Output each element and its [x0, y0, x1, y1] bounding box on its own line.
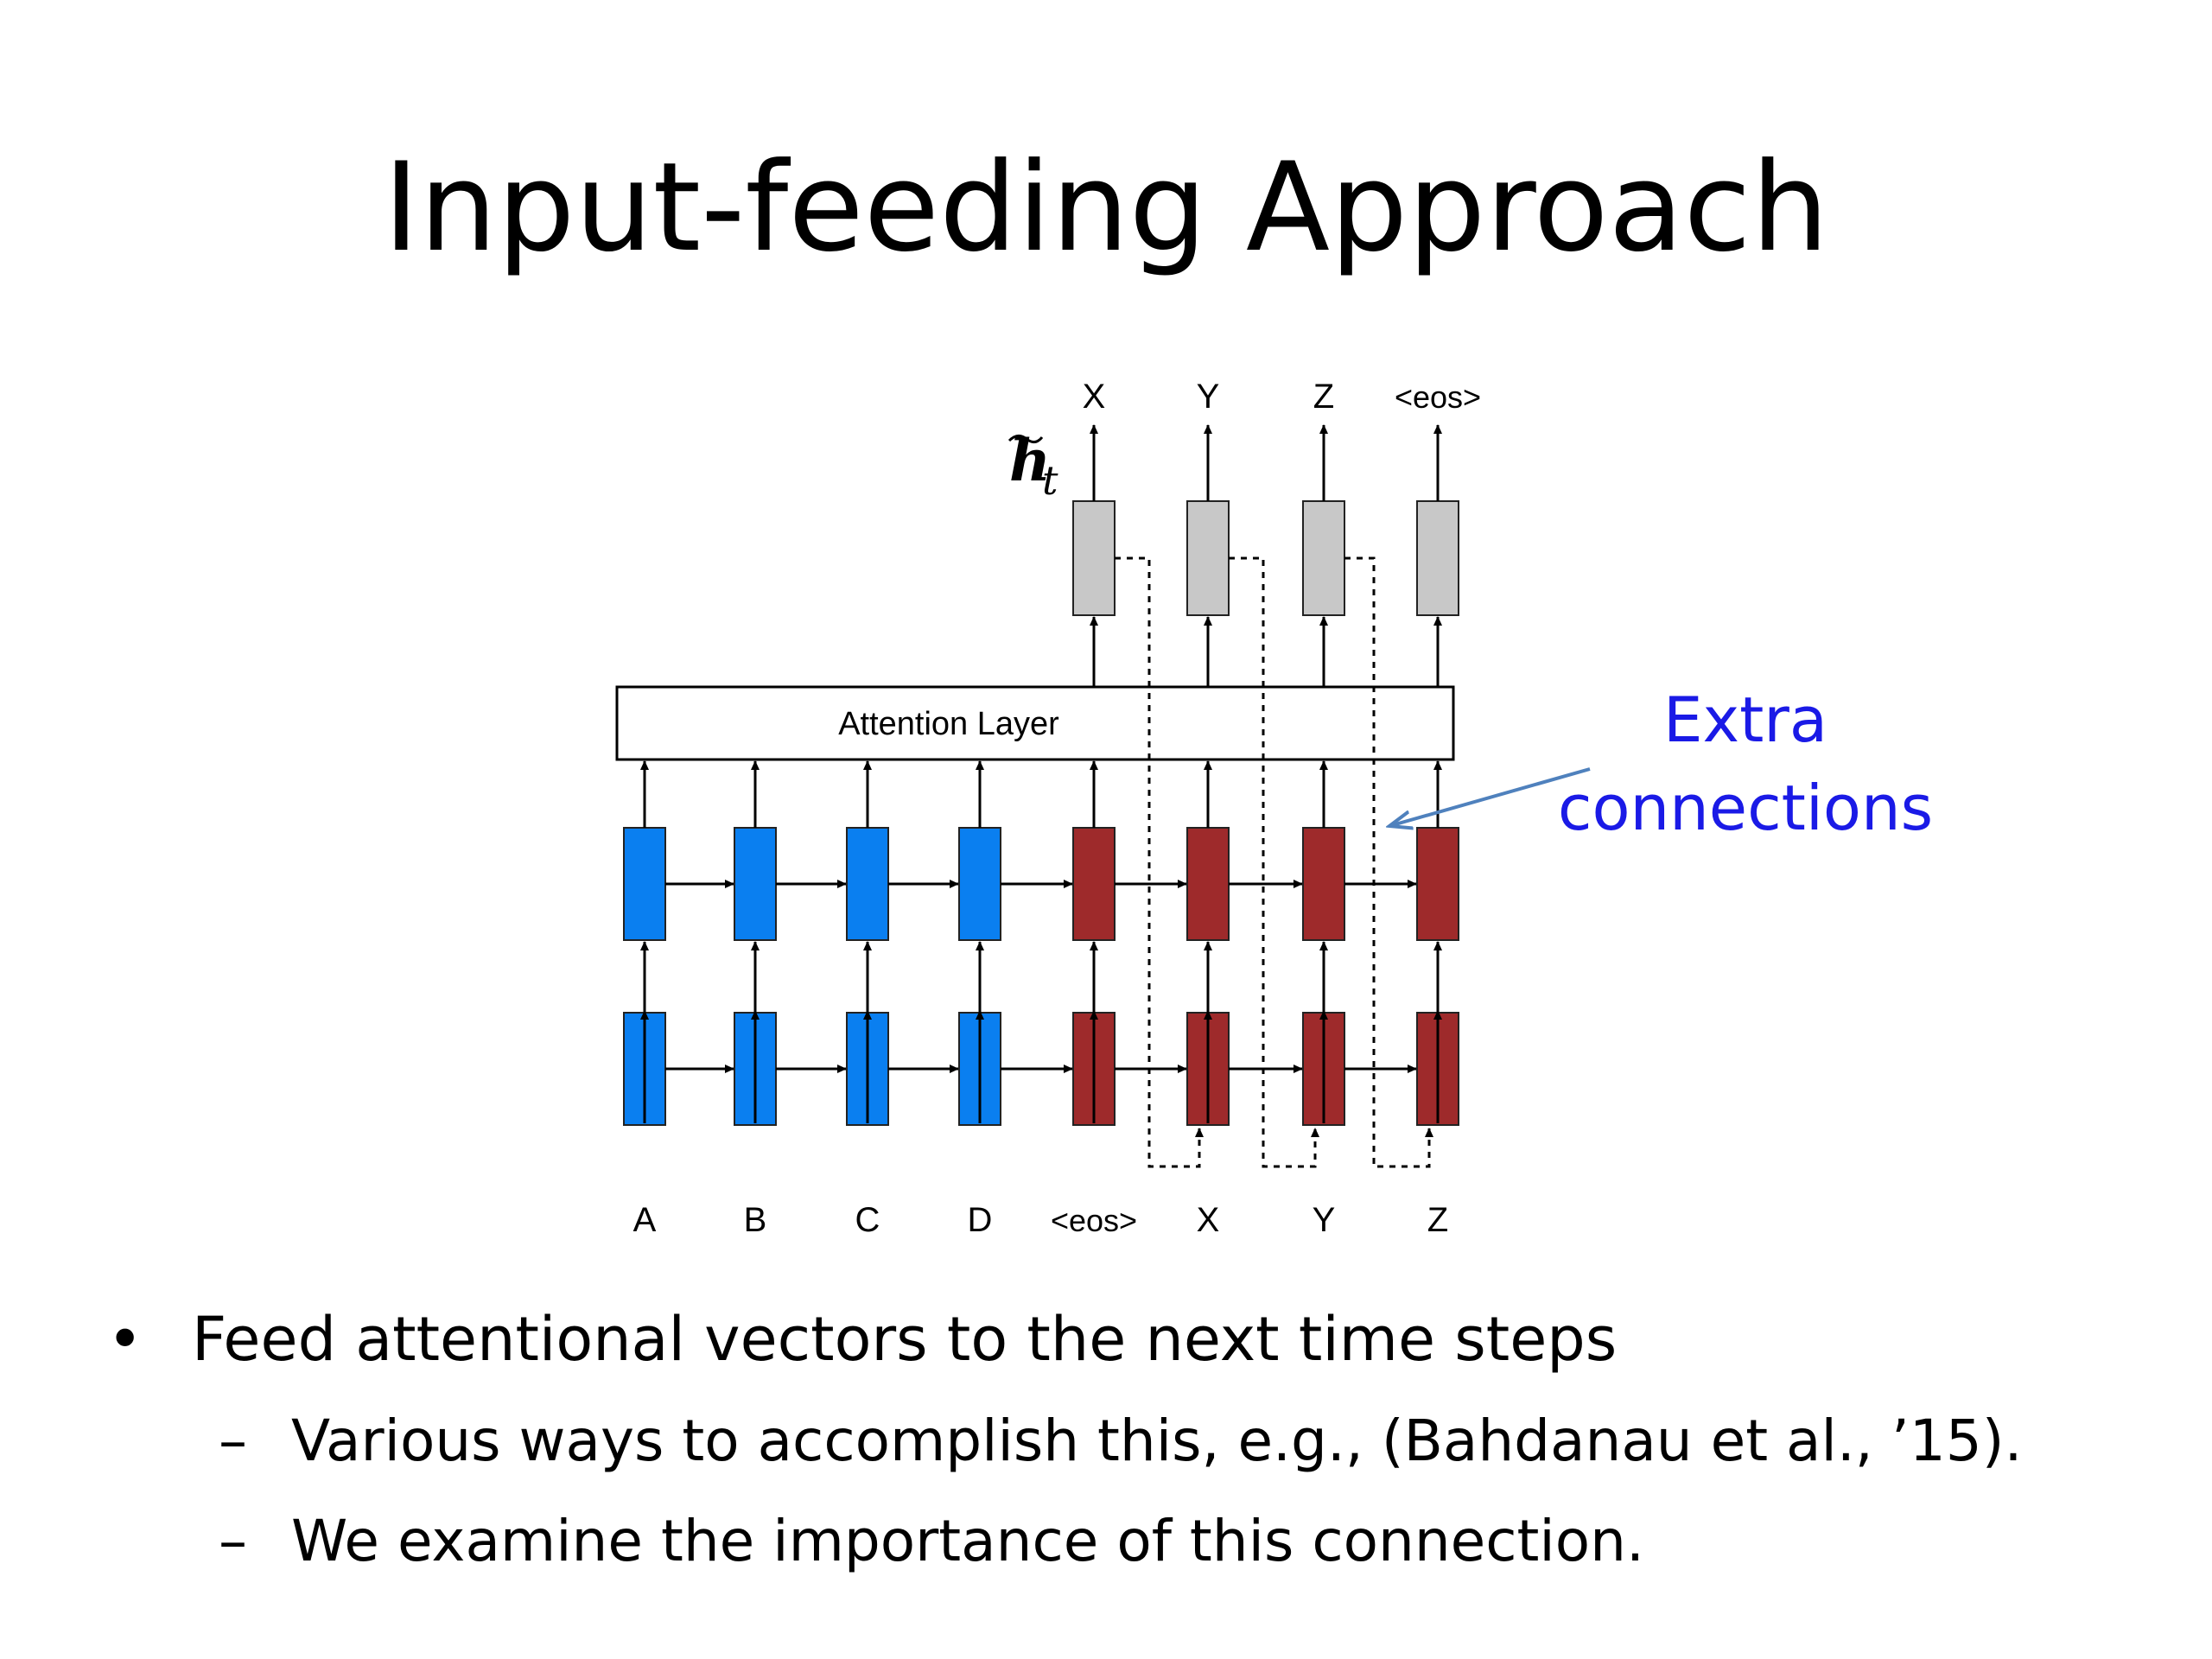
- input-token: A: [633, 1201, 657, 1239]
- input-token: D: [968, 1201, 993, 1239]
- input-token: Y: [1313, 1201, 1336, 1239]
- annotation-arrow: [1389, 767, 1591, 826]
- input-token: X: [1197, 1201, 1220, 1239]
- encoder-cell-top: [623, 827, 666, 941]
- input-feeding-dashed-connection: [1344, 556, 1433, 1168]
- encoder-cell-top: [846, 827, 889, 941]
- decoder-cell-top: [1416, 827, 1459, 941]
- annotation-line-2: connections: [1558, 772, 1933, 844]
- tilde-mark: [1007, 435, 1044, 443]
- attentional-hidden-cell: [1186, 500, 1230, 616]
- input-token: B: [744, 1201, 767, 1239]
- output-token: Y: [1197, 378, 1220, 416]
- input-token: C: [855, 1201, 880, 1239]
- hidden-state-subscript: t: [1042, 457, 1058, 504]
- decoder-cell-top: [1302, 827, 1345, 941]
- input-token: Z: [1427, 1201, 1448, 1239]
- input-feeding-dashed-connection: [1229, 556, 1319, 1168]
- output-token: Z: [1313, 378, 1334, 416]
- slide-title: Input-feeding Approach: [383, 137, 1829, 279]
- attentional-hidden-cell: [1416, 500, 1459, 616]
- output-token: <eos>: [1395, 379, 1481, 415]
- decoder-cell-top: [1072, 827, 1116, 941]
- input-token: <eos>: [1051, 1203, 1137, 1238]
- attentional-hidden-cell: [1302, 500, 1345, 616]
- output-token: X: [1083, 378, 1106, 416]
- decoder-cell-top: [1186, 827, 1230, 941]
- hidden-state-label: h: [1009, 427, 1051, 494]
- attentional-hidden-cell: [1072, 500, 1116, 616]
- annotation-line-1: Extra: [1663, 683, 1827, 756]
- attention-layer-box: [615, 685, 1455, 761]
- encoder-cell-top: [958, 827, 1001, 941]
- input-feeding-dashed-connection: [1115, 556, 1204, 1168]
- encoder-cell-top: [734, 827, 777, 941]
- attention-layer-label: Attention Layer: [838, 706, 1059, 742]
